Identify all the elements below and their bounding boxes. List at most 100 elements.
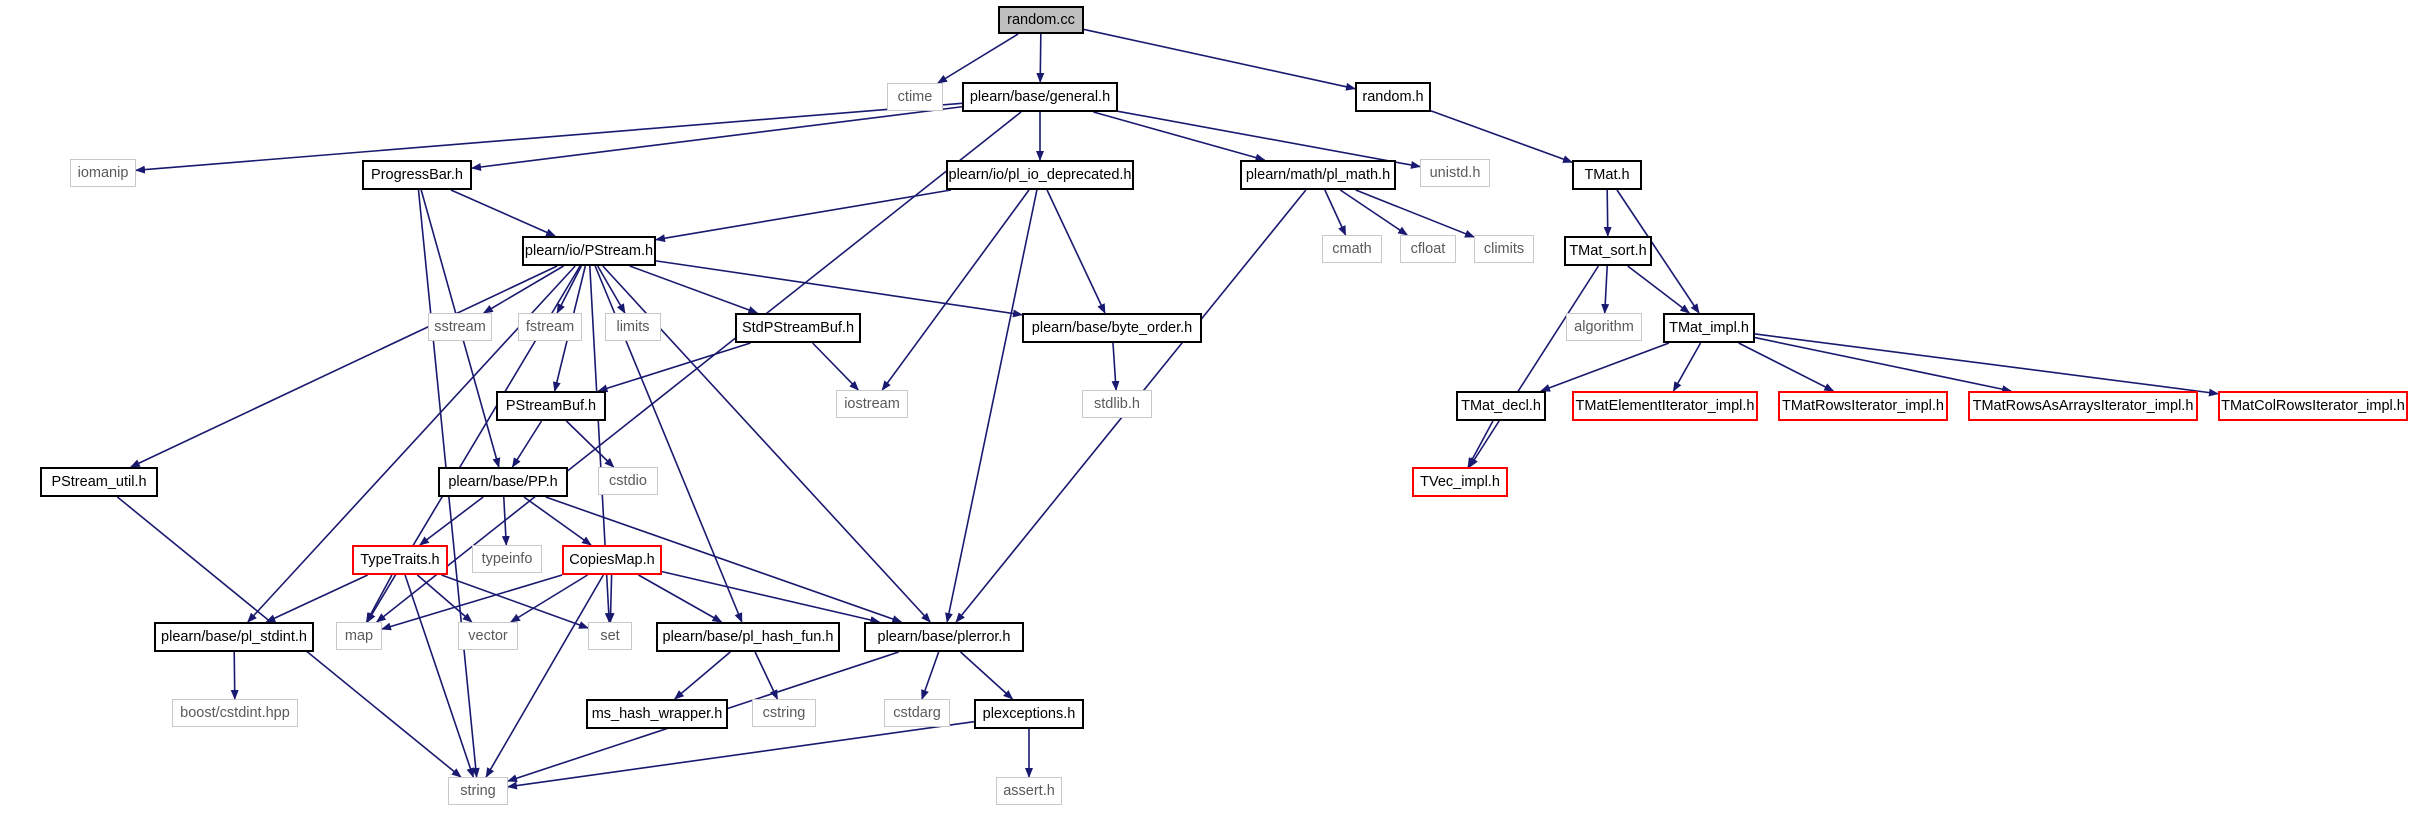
edge-pl-io-deprecated-h-to-plerror-h	[945, 189, 1038, 623]
node-plerror-h[interactable]: plearn/base/plerror.h	[864, 622, 1024, 652]
edge-tmat-h-to-tmat-sort-h	[1603, 189, 1612, 237]
node-cstdio: cstdio	[598, 467, 658, 495]
edge-general-h-to-pl-math-h	[1093, 111, 1266, 162]
node-byte-order-h[interactable]: plearn/base/byte_order.h	[1022, 313, 1202, 343]
node-pl-math-h[interactable]: plearn/math/pl_math.h	[1240, 160, 1396, 190]
edge-pstreambuf-h-to-cstdio	[565, 420, 615, 468]
node-progressbar-h[interactable]: ProgressBar.h	[362, 160, 472, 190]
node-assert-h: assert.h	[996, 777, 1062, 805]
edge-pl-math-h-to-cmath	[1324, 189, 1347, 236]
edge-tmat-sort-h-to-tvec-impl-h	[1468, 265, 1600, 468]
node-pp-h[interactable]: plearn/base/PP.h	[438, 467, 568, 497]
edge-byte-order-h-to-stdlib-h	[1111, 342, 1120, 391]
node-general-h[interactable]: plearn/base/general.h	[962, 82, 1118, 112]
node-iomanip: iomanip	[70, 159, 136, 187]
node-random-h[interactable]: random.h	[1355, 82, 1431, 112]
edge-pl-io-deprecated-h-to-byte-order-h	[1046, 189, 1106, 314]
node-tmatrowsasarraysiterator-impl-h[interactable]: TMatRowsAsArraysIterator_impl.h	[1968, 391, 2198, 421]
edge-typetraits-h-to-map	[365, 574, 393, 623]
edge-tmat-impl-h-to-tmatrowsasarraysiterator-impl-h	[1754, 336, 2013, 394]
edge-random-cc-to-general-h	[1036, 33, 1045, 83]
node-cstring: cstring	[752, 699, 816, 727]
node-ms-hash-wrapper-h[interactable]: ms_hash_wrapper.h	[586, 699, 728, 729]
node-climits: climits	[1474, 235, 1534, 263]
edge-random-cc-to-random-h	[1083, 28, 1356, 91]
node-pstream-util-h[interactable]: PStream_util.h	[40, 467, 158, 497]
edge-tmat-impl-h-to-tmatelementiterator-impl-h	[1672, 342, 1702, 392]
node-pl-hash-fun-h[interactable]: plearn/base/pl_hash_fun.h	[656, 622, 840, 652]
node-set: set	[588, 622, 632, 650]
node-stdpstreambuf-h[interactable]: StdPStreamBuf.h	[735, 313, 861, 343]
node-tmat-impl-h[interactable]: TMat_impl.h	[1663, 313, 1755, 343]
edge-typetraits-h-to-vector	[416, 574, 473, 623]
edge-tmat-sort-h-to-tmat-impl-h	[1627, 265, 1691, 314]
edge-pl-io-deprecated-h-to-pstream-h	[655, 189, 952, 243]
node-cmath: cmath	[1322, 235, 1382, 263]
node-random-cc[interactable]: random.cc	[998, 6, 1084, 34]
edge-copiesmap-h-to-set	[606, 574, 615, 623]
node-tvec-impl-h[interactable]: TVec_impl.h	[1412, 467, 1508, 497]
edge-plexceptions-h-to-string	[507, 720, 975, 790]
node-tmatcolrowsiterator-impl-h[interactable]: TMatColRowsIterator_impl.h	[2218, 391, 2408, 421]
edge-pstreambuf-h-to-pp-h	[511, 420, 543, 468]
edge-pp-h-to-typetraits-h	[419, 496, 484, 546]
edge-pp-h-to-typeinfo	[501, 496, 510, 546]
edge-general-h-to-iomanip	[135, 102, 963, 174]
node-tmatelementiterator-impl-h[interactable]: TMatElementIterator_impl.h	[1572, 391, 1758, 421]
edge-pl-math-h-to-climits	[1355, 189, 1475, 238]
edge-tmat-h-to-tmat-impl-h	[1616, 189, 1700, 314]
edge-progressbar-h-to-pstream-h	[450, 189, 556, 237]
edge-pstream-h-to-pstream-util-h	[129, 265, 558, 468]
node-tmat-h[interactable]: TMat.h	[1572, 160, 1642, 190]
node-typetraits-h[interactable]: TypeTraits.h	[352, 545, 448, 575]
edge-pstream-h-to-byte-order-h	[655, 260, 1023, 318]
edge-pl-hash-fun-h-to-cstring	[754, 651, 779, 700]
edge-typetraits-h-to-pl-stdint-h	[265, 574, 368, 623]
node-map: map	[336, 622, 382, 650]
node-unistd-h: unistd.h	[1420, 159, 1490, 187]
node-tmat-sort-h[interactable]: TMat_sort.h	[1564, 236, 1652, 266]
edge-stdpstreambuf-h-to-pstreambuf-h	[597, 342, 751, 393]
edge-pp-h-to-plerror-h	[545, 496, 903, 623]
node-limits: limits	[605, 313, 661, 341]
edge-copiesmap-h-to-map	[381, 574, 563, 631]
node-tmat-decl-h[interactable]: TMat_decl.h	[1456, 391, 1546, 421]
edge-typetraits-h-to-set	[441, 574, 589, 629]
edge-pl-hash-fun-h-to-ms-hash-wrapper-h	[673, 651, 731, 700]
node-tmatrowsiterator-impl-h[interactable]: TMatRowsIterator_impl.h	[1778, 391, 1948, 421]
node-stdlib-h: stdlib.h	[1082, 390, 1152, 418]
edge-pstream-h-to-stdpstreambuf-h	[629, 265, 759, 314]
node-cstdarg: cstdarg	[884, 699, 950, 727]
edge-tmat-decl-h-to-tvec-impl-h	[1467, 420, 1494, 468]
edge-pl-stdint-h-to-boost-cstdint-hpp	[230, 651, 239, 700]
edge-pstream-h-to-fstream	[556, 265, 583, 314]
node-pstreambuf-h[interactable]: PStreamBuf.h	[496, 391, 606, 421]
edge-copiesmap-h-to-pl-hash-fun-h	[638, 574, 723, 623]
edge-copiesmap-h-to-plerror-h	[661, 570, 881, 624]
edge-tmat-impl-h-to-tmatrowsiterator-impl-h	[1738, 342, 1835, 392]
node-iostream: iostream	[836, 390, 908, 418]
node-string: string	[448, 777, 508, 805]
edge-plerror-h-to-cstdarg	[921, 651, 940, 700]
node-plexceptions-h[interactable]: plexceptions.h	[974, 699, 1084, 729]
edge-random-h-to-tmat-h	[1430, 110, 1573, 163]
node-pl-stdint-h[interactable]: plearn/base/pl_stdint.h	[154, 622, 314, 652]
edge-pstream-h-to-limits	[596, 265, 626, 314]
edge-pstream-h-to-sstream	[482, 265, 564, 314]
edge-random-cc-to-ctime	[937, 33, 1019, 84]
edge-pp-h-to-copiesmap-h	[523, 496, 592, 546]
node-pstream-h[interactable]: plearn/io/PStream.h	[522, 236, 656, 266]
node-copiesmap-h[interactable]: CopiesMap.h	[562, 545, 662, 575]
node-fstream: fstream	[518, 313, 582, 341]
node-pl-io-deprecated-h[interactable]: plearn/io/pl_io_deprecated.h	[946, 160, 1134, 190]
edge-pl-math-h-to-cfloat	[1339, 189, 1409, 236]
edge-tmat-impl-h-to-tmatcolrowsiterator-impl-h	[1754, 333, 2219, 397]
node-algorithm: algorithm	[1566, 313, 1642, 341]
node-cfloat: cfloat	[1400, 235, 1456, 263]
node-vector: vector	[458, 622, 518, 650]
node-typeinfo: typeinfo	[472, 545, 542, 573]
node-boost-cstdint-hpp: boost/cstdint.hpp	[172, 699, 298, 727]
edge-plerror-h-to-plexceptions-h	[960, 651, 1014, 700]
edge-copiesmap-h-to-string	[485, 574, 604, 778]
edge-copiesmap-h-to-vector	[509, 574, 588, 623]
